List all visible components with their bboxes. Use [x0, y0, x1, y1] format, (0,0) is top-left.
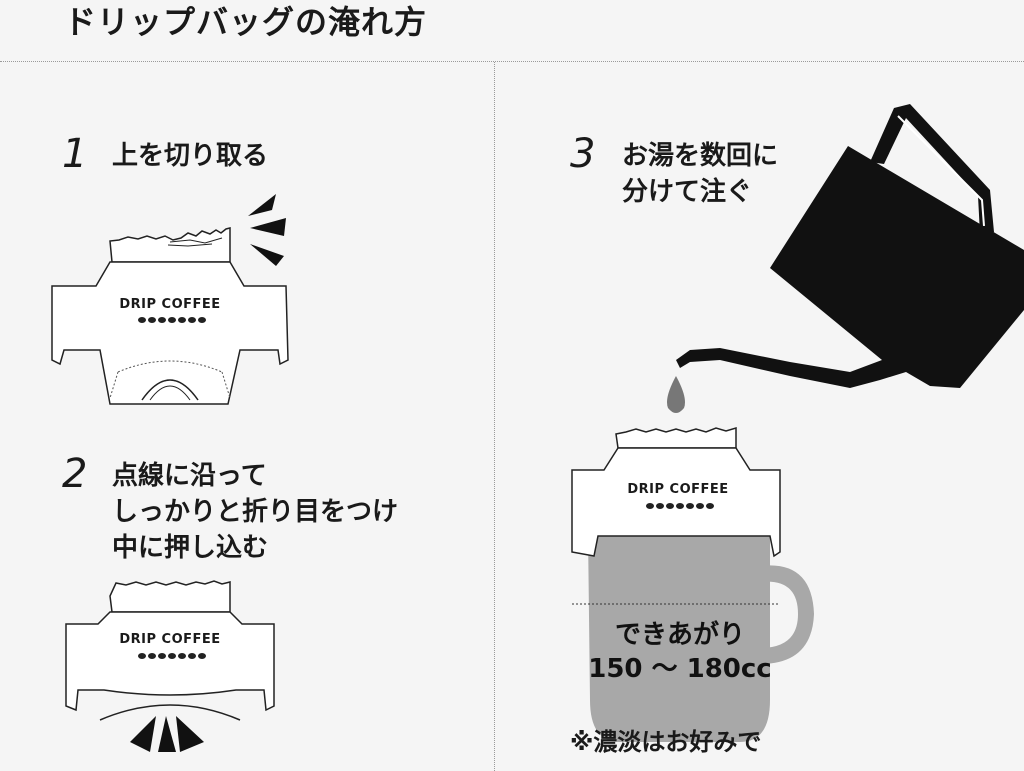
strength-note: ※濃淡はお好みで [570, 728, 762, 756]
step-2-text: 点線に沿って しっかりと折り目をつけ 中に押し込む [112, 461, 399, 563]
torn-top [615, 426, 737, 449]
step-2-number: 2 [62, 451, 88, 497]
page-title: ドリップバッグの淹れ方 [64, 3, 428, 41]
scissor-cut-marks-icon [248, 194, 286, 266]
step-1-number: 1 [62, 131, 88, 177]
step-3-number: 3 [570, 131, 596, 177]
bag-label-1: DRIP COFFEE [119, 297, 221, 312]
coffee-beans-icon [138, 653, 206, 659]
bag-body [65, 611, 275, 712]
coffee-beans-icon [646, 503, 714, 509]
bag-label-2: DRIP COFFEE [119, 632, 221, 647]
push-arrows-icon [130, 716, 204, 752]
bag-body [571, 447, 781, 558]
mug-yield-volume: 150 〜 180cc [588, 654, 772, 684]
kettle-icon [676, 104, 1024, 388]
mug-yield-label: できあがり [614, 620, 745, 650]
column-divider [494, 62, 495, 771]
mug-icon [588, 532, 814, 742]
bag-label-3: DRIP COFFEE [627, 482, 729, 497]
water-drop-icon [667, 376, 685, 413]
torn-top [109, 580, 231, 613]
bag-body [51, 261, 289, 405]
step-1-text: 上を切り取る [112, 141, 269, 171]
coffee-beans-icon [138, 317, 206, 323]
header-divider [0, 61, 1024, 62]
step-3-text: お湯を数回に 分けて注ぐ [622, 141, 779, 207]
